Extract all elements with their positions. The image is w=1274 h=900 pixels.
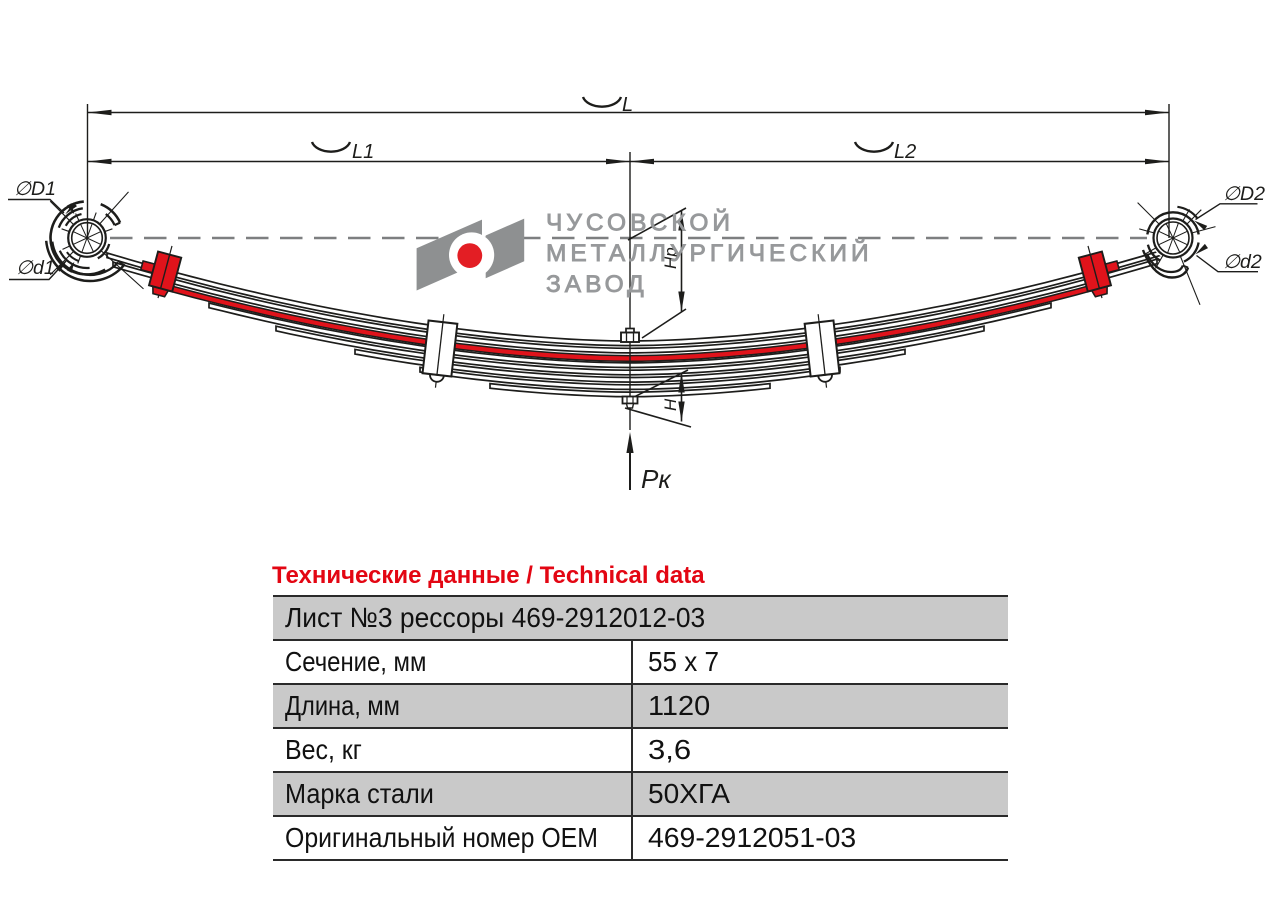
svg-text:L1: L1: [352, 141, 374, 163]
svg-text:Hp: Hp: [661, 247, 680, 269]
svg-text:∅D1: ∅D1: [14, 178, 56, 200]
svg-text:МЕТАЛЛУРГИЧЕСКИЙ: МЕТАЛЛУРГИЧЕСКИЙ: [546, 239, 873, 267]
svg-text:∅d1: ∅d1: [16, 257, 55, 279]
svg-text:Pк: Pк: [641, 464, 672, 494]
svg-text:L2: L2: [894, 141, 916, 163]
svg-text:L: L: [622, 94, 633, 116]
svg-text:ЧУСОВСКОЙ: ЧУСОВСКОЙ: [546, 209, 734, 237]
svg-text:H: H: [661, 398, 680, 411]
svg-text:∅D2: ∅D2: [1223, 183, 1265, 205]
svg-text:ЗАВОД: ЗАВОД: [546, 271, 648, 298]
svg-text:∅d2: ∅d2: [1223, 251, 1262, 273]
